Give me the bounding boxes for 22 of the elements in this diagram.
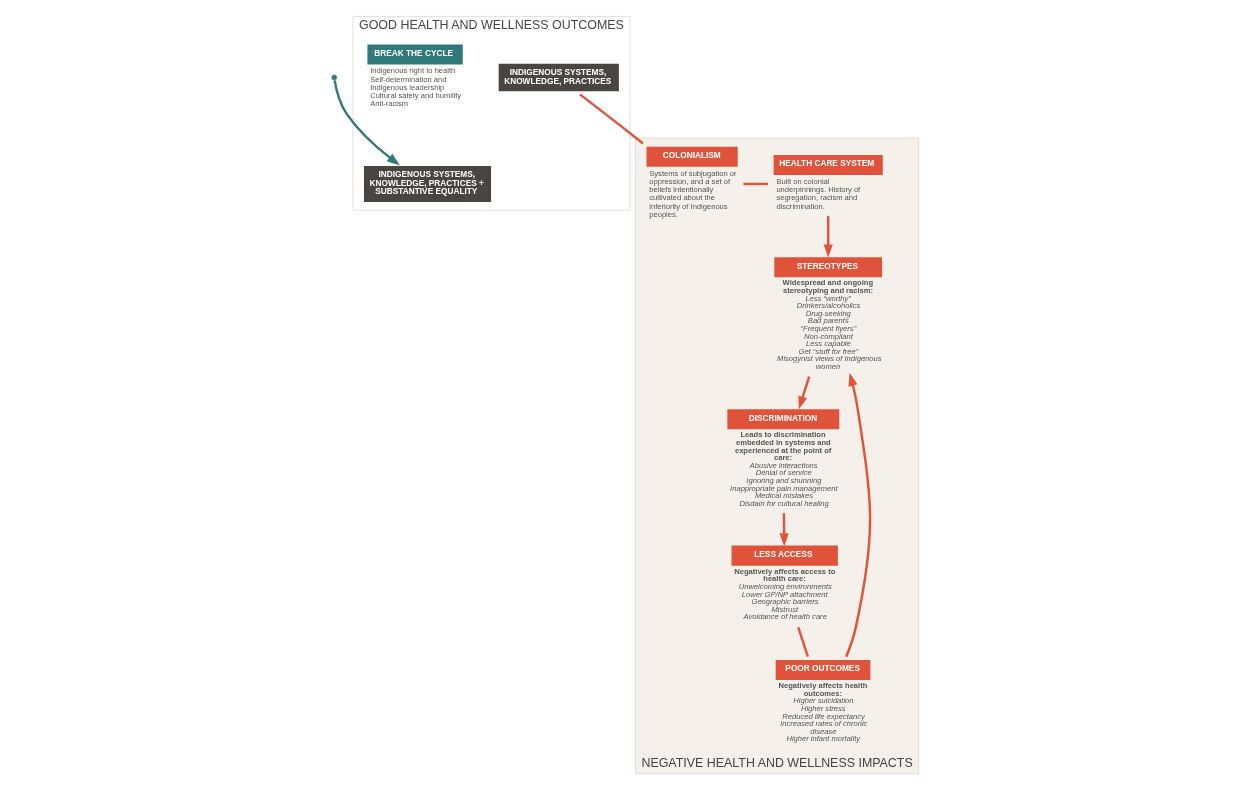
node-label: Higher infant mortality [786, 734, 861, 744]
node-label: Negatively affects access to health care: [734, 566, 836, 584]
node-label: Higher suicidation [793, 696, 854, 706]
node-label: Built on colonial underpinnings. History of segregation, racism and discrimination. [776, 176, 861, 211]
node-label: Anti-racism [370, 99, 409, 109]
node-label: Unwelcoming environments [738, 581, 832, 591]
node-label: Abusive interactions [749, 460, 818, 470]
node-label: Geographic barriers [751, 597, 819, 607]
node-label: Get “stuff for free” [798, 346, 859, 356]
node-label: Drug-seeking [805, 308, 851, 318]
node-label: Leads to discrimination embedded in systems and experienced at the point of care: [734, 430, 832, 463]
node-label: Misogynist views of Indigenous women [777, 354, 882, 371]
node-label: Avoidance of health care [743, 612, 827, 622]
node-label: Ignoring and shunning [746, 475, 822, 485]
node-label: Systems of subjugation or oppression, and a set of beliefs intentionally cultivated about the inferiority of Indigenous peoples. [649, 168, 737, 219]
node-label: Disdain for cultural healing [739, 498, 829, 508]
node-label: Denial of service [755, 468, 812, 478]
node-label: “Frequent flyers” [800, 323, 857, 333]
node-label: Negatively affects health outcomes: [778, 681, 868, 698]
node-label: Self-determination and Indigenous leadership [370, 74, 447, 92]
node-label: Indigenous right to health [370, 66, 456, 76]
node-label: Widespread and ongoing stereotyping and racism: [782, 278, 874, 295]
